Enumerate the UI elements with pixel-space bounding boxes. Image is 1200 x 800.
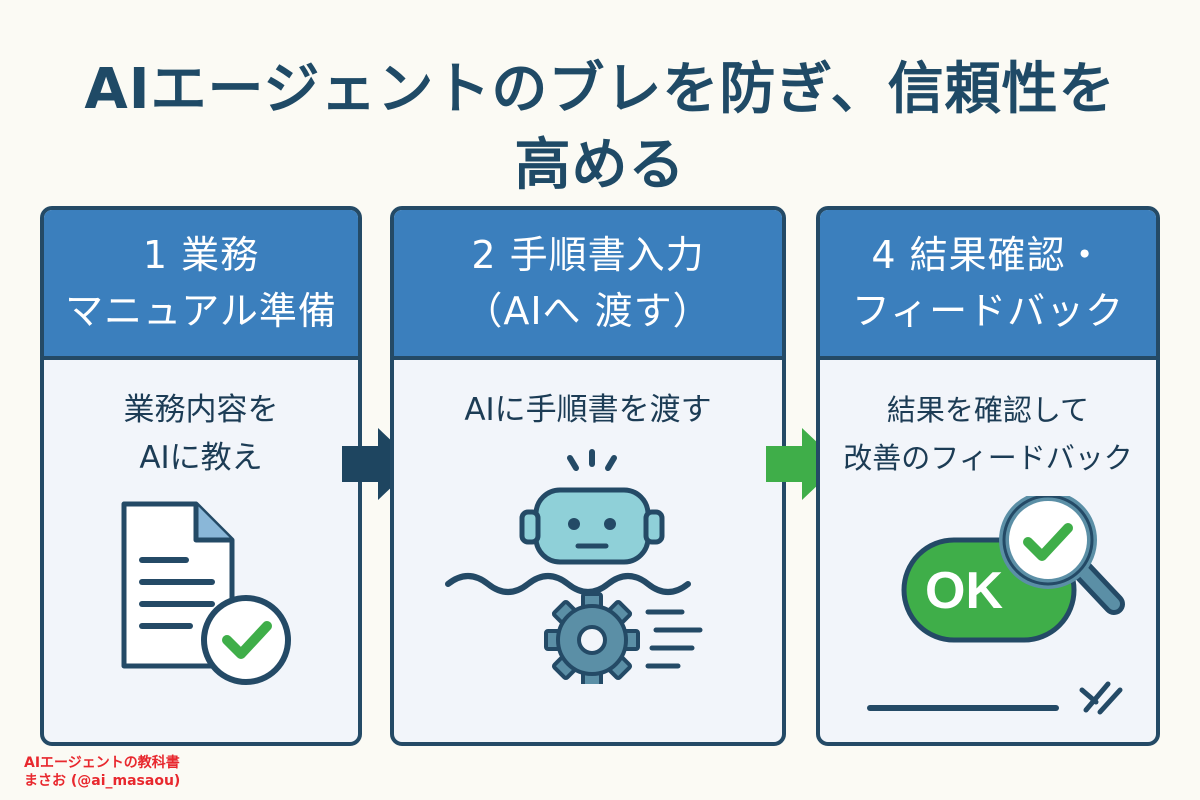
- ok-badge-label: OK: [925, 562, 1003, 620]
- step-card-3: 4 結果確認・ フィードバック 結果を確認して 改善のフィードバック OK: [816, 206, 1160, 746]
- page-title-line-1: AIエージェントのブレを防ぎ、信頼性を: [84, 57, 1116, 122]
- step-card-3-body-line-1: 結果を確認して: [886, 393, 1090, 427]
- document-check-icon: [121, 501, 291, 685]
- step-card-2-body: AIに手順書を渡す: [394, 386, 782, 434]
- step-card-1-body-line-2: AIに教え: [139, 440, 263, 476]
- page-title: AIエージェントのブレを防ぎ、信頼性を 高める: [0, 52, 1200, 204]
- arrow-right-icon: [342, 428, 416, 500]
- step-card-3-body: 結果を確認して 改善のフィードバック: [820, 386, 1156, 482]
- step-card-2-header-line-1: 2 手順書入力: [471, 233, 705, 277]
- step-card-3-header-line-1: 4 結果確認・: [871, 233, 1105, 277]
- credit-text: AIエージェントの教科書 まさお (@ai_masaou): [24, 754, 180, 790]
- step-card-1-header-line-2: マニュアル準備: [65, 289, 337, 333]
- step-card-1-header-line-1: 1 業務: [142, 233, 260, 277]
- step-card-2: 2 手順書入力 （AIへ 渡す） AIに手順書を渡す: [390, 206, 786, 746]
- step-card-2-body-line-1: AIに手順書を渡す: [464, 392, 712, 428]
- step-card-3-body-line-2: 改善のフィードバック: [843, 441, 1133, 475]
- step-card-1-header: 1 業務 マニュアル準備: [44, 210, 358, 360]
- arrow-right-icon: [766, 428, 840, 500]
- step-card-2-header-line-2: （AIへ 渡す）: [464, 289, 712, 333]
- robot-gear-icon: [445, 449, 703, 684]
- page-title-line-2: 高める: [514, 133, 686, 198]
- ok-magnifier-icon: OK: [867, 496, 1125, 715]
- step-card-3-header-line-2: フィードバック: [851, 289, 1125, 333]
- credit-line-2: まさお (@ai_masaou): [24, 773, 181, 789]
- step-card-1-body-line-1: 業務内容を: [123, 392, 279, 428]
- step-card-1: 1 業務 マニュアル準備 業務内容を AIに教え: [40, 206, 362, 746]
- step-card-2-header: 2 手順書入力 （AIへ 渡す）: [394, 210, 782, 360]
- step-card-1-body: 業務内容を AIに教え: [44, 386, 358, 482]
- credit-line-1: AIエージェントの教科書: [24, 755, 180, 771]
- step-card-3-header: 4 結果確認・ フィードバック: [820, 210, 1156, 360]
